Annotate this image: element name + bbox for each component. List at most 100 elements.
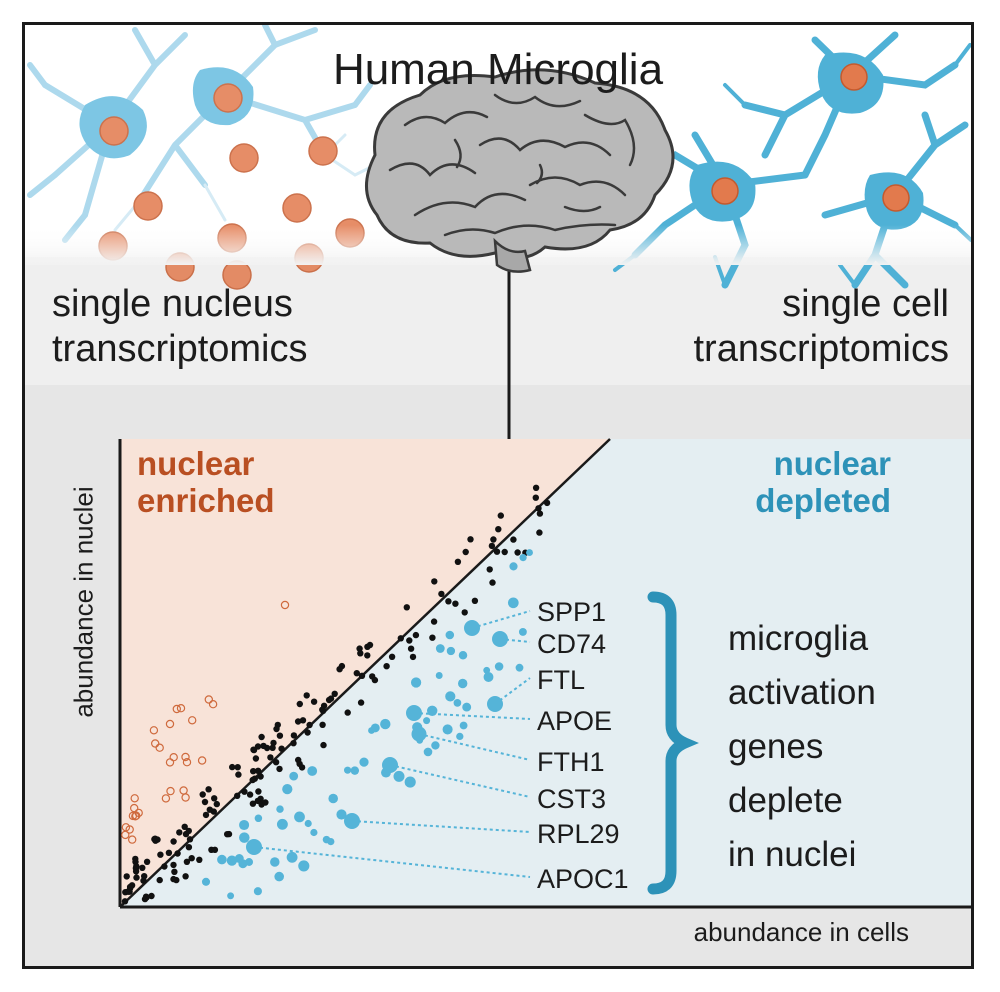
gene-dot-nuclear-depleted: [227, 892, 235, 900]
gene-dot-neutral: [489, 579, 496, 586]
gene-dot-nuclear-depleted: [453, 699, 462, 707]
gene-label-cst3: CST3: [537, 784, 607, 814]
gene-dot-neutral: [488, 542, 496, 550]
brain-icon: [365, 68, 675, 273]
gene-dot-neutral: [254, 797, 261, 805]
gene-dot-neutral: [412, 631, 420, 639]
gene-dot-neutral: [490, 536, 497, 543]
nucleus-icon: [711, 177, 739, 205]
gene-dot-highlighted: [411, 726, 427, 742]
gene-dot-neutral: [294, 718, 302, 725]
gene-dot-neutral: [331, 690, 338, 697]
gene-dot-neutral: [234, 764, 241, 771]
region-label-nuclear-depleted: nuclear depleted: [755, 445, 891, 519]
gene-dot-neutral: [298, 764, 306, 771]
gene-dot-neutral: [165, 849, 173, 856]
gene-dot-neutral: [514, 549, 521, 556]
gene-dot-neutral: [211, 846, 219, 853]
gene-label-apoc1: APOC1: [537, 864, 629, 894]
gene-dot-nuclear-depleted: [442, 724, 453, 735]
gene-dot-neutral: [406, 637, 413, 644]
conclusion-line: microglia: [728, 619, 869, 658]
region-depleted-line1: nuclear: [773, 445, 891, 482]
gene-dot-neutral: [299, 717, 307, 724]
gene-dot-neutral: [461, 609, 468, 616]
gene-dot-neutral: [148, 892, 155, 900]
gene-dot-nuclear-enriched: [130, 794, 139, 803]
gene-dot-nuclear-depleted: [526, 549, 533, 557]
gene-dot-neutral: [409, 653, 417, 661]
gene-dot-nuclear-depleted: [423, 747, 433, 757]
gene-dot-neutral: [161, 863, 168, 870]
gene-dot-nuclear-enriched: [181, 752, 190, 762]
gene-dot-neutral: [532, 484, 540, 491]
gene-dot-nuclear-depleted: [276, 818, 288, 830]
gene-dot-neutral: [250, 746, 258, 754]
gene-dot-nuclear-depleted: [327, 837, 335, 846]
gene-dot-nuclear-enriched: [129, 803, 139, 813]
gene-dot-neutral: [535, 505, 542, 512]
gene-dot-neutral: [123, 873, 130, 880]
gene-dot-highlighted: [406, 705, 422, 721]
gene-dot-nuclear-enriched: [165, 758, 175, 767]
gene-dot-neutral: [246, 791, 254, 798]
gene-dot-neutral: [257, 773, 264, 780]
region-enriched-line2: enriched: [137, 482, 275, 519]
gene-dot-neutral: [170, 861, 177, 869]
gene-dot-nuclear-depleted: [226, 855, 238, 866]
gene-dot-neutral: [234, 792, 241, 799]
gene-dot-nuclear-depleted: [217, 854, 227, 865]
gene-dot-neutral: [235, 771, 242, 778]
gene-dot-neutral: [510, 536, 517, 543]
gene-dot-nuclear-depleted: [445, 691, 456, 702]
gene-dot-nuclear-depleted: [458, 678, 468, 689]
gene-dot-nuclear-depleted: [435, 644, 445, 653]
gene-dot-nuclear-depleted: [344, 766, 352, 774]
gene-dot-nuclear-depleted: [446, 646, 456, 656]
gene-dot-neutral: [201, 798, 209, 806]
gene-dot-neutral: [493, 548, 501, 555]
gene-dot-nuclear-depleted: [509, 562, 518, 571]
gene-dot-neutral: [205, 786, 212, 793]
gene-dot-neutral: [262, 799, 269, 806]
gene-dots: [121, 484, 551, 905]
gene-dot-nuclear-depleted: [445, 630, 455, 640]
gene-dot-nuclear-depleted: [404, 776, 416, 788]
gene-dot-nuclear-depleted: [253, 887, 262, 896]
gene-dot-neutral: [224, 831, 231, 838]
gene-dot-neutral: [151, 835, 159, 842]
gene-dot-neutral: [486, 566, 493, 573]
nucleus-icon: [840, 63, 868, 91]
gene-dot-highlighted: [246, 839, 262, 855]
gene-dot-nuclear-depleted: [276, 805, 284, 813]
method-right-line1: single cell: [782, 283, 949, 325]
gene-dot-neutral: [501, 548, 508, 556]
brace-icon: [647, 591, 699, 895]
conclusion-line: in nuclei: [728, 835, 857, 874]
gene-dot-neutral: [383, 663, 390, 670]
gene-dot-neutral: [156, 876, 163, 884]
gene-dot-neutral: [254, 767, 262, 774]
gene-dot-neutral: [276, 732, 284, 739]
gene-dot-nuclear-depleted: [307, 766, 318, 776]
method-left-line2: transcriptomics: [52, 328, 308, 370]
gene-dot-highlighted: [492, 631, 508, 647]
gene-dot-neutral: [211, 795, 218, 802]
gene-dot-neutral: [407, 645, 415, 652]
gene-dot-neutral: [273, 725, 280, 733]
gene-dot-nuclear-depleted: [459, 721, 468, 730]
gene-dot-neutral: [371, 676, 379, 684]
gene-dot-neutral: [186, 836, 194, 843]
graphical-abstract: Human Microglia single nucleus transcrip…: [22, 22, 974, 969]
gene-dot-nuclear-depleted: [304, 819, 312, 828]
conclusion-text: microglia activation genes deplete in nu…: [728, 612, 876, 882]
gene-dot-nuclear-depleted: [380, 718, 391, 730]
gene-dot-neutral: [206, 806, 213, 813]
gene-dot-highlighted: [464, 620, 480, 636]
gene-dot-nuclear-depleted: [462, 702, 472, 712]
gene-dot-neutral: [229, 763, 236, 771]
gene-dot-nuclear-depleted: [483, 666, 491, 674]
gene-dot-neutral: [467, 536, 474, 543]
scatter-plot: [118, 438, 971, 909]
gene-dot-neutral: [320, 741, 327, 749]
